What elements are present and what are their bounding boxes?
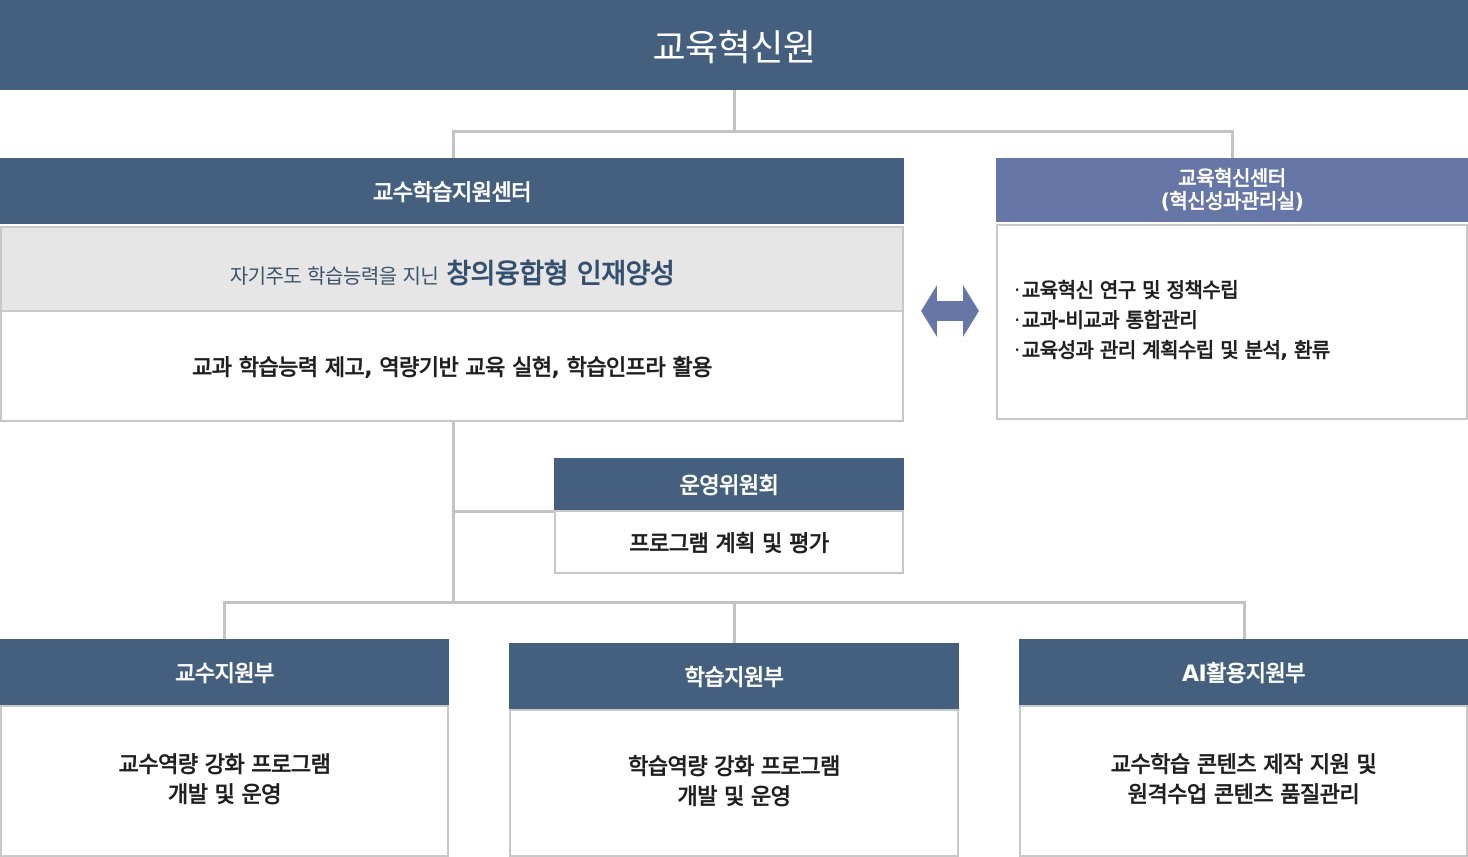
dept-ai-line2: 원격수업 콘텐츠 품질관리	[1127, 783, 1360, 808]
dept-teaching-header: 교수지원부	[0, 639, 449, 705]
center-left-description-box: 교과 학습능력 제고, 역량기반 교육 실현, 학습인프라 활용	[0, 310, 904, 422]
double-headed-arrow-icon	[921, 285, 979, 337]
connector-dept2-drop	[733, 601, 736, 643]
top-header-title: 교육혁신원	[652, 28, 816, 69]
dept-learning-line1: 학습역량 강화 프로그램	[628, 755, 840, 780]
center-right-title-line1: 교육혁신센터	[1178, 166, 1286, 190]
connector-right-drop	[1231, 130, 1234, 158]
dept-ai-header: AI활용지원부	[1019, 639, 1468, 705]
dept-learning-line2: 개발 및 운영	[677, 785, 791, 810]
center-right-title-line2: (혁신성과관리실)	[1160, 189, 1304, 213]
center-left-header: 교수학습지원센터	[0, 158, 904, 224]
connector-top-horizontal	[452, 130, 1234, 133]
dept-ai-line1: 교수학습 콘텐츠 제작 지원 및	[1110, 753, 1377, 778]
duty-item: ·교과-비교과 통합관리	[1014, 308, 1198, 332]
committee-description: 프로그램 계획 및 평가	[629, 532, 829, 557]
dept-teaching-line2: 개발 및 운영	[167, 783, 282, 808]
committee-description-box: 프로그램 계획 및 평가	[554, 510, 904, 574]
dept-ai-title: AI활용지원부	[1182, 662, 1305, 687]
connector-left-drop	[452, 130, 455, 158]
connector-committee-branch	[452, 510, 556, 513]
dept-learning-title: 학습지원부	[684, 666, 784, 691]
dept-teaching-box: 교수역량 강화 프로그램 개발 및 운영	[0, 705, 449, 857]
connector-dept3-drop	[1243, 601, 1246, 639]
mission-strong-text: 창의융합형 인재양성	[446, 259, 675, 290]
committee-title: 운영위원회	[679, 474, 779, 499]
committee-header: 운영위원회	[554, 458, 904, 510]
mission-light-text: 자기주도 학습능력을 지닌	[229, 264, 439, 288]
connector-top-vertical	[733, 90, 736, 132]
duty-item: ·교육성과 관리 계획수립 및 분석, 환류	[1014, 338, 1330, 362]
center-right-duties-box: ·교육혁신 연구 및 정책수립 ·교과-비교과 통합관리 ·교육성과 관리 계획…	[996, 224, 1468, 420]
top-header: 교육혁신원	[0, 0, 1468, 90]
connector-dept1-drop	[223, 601, 226, 639]
dept-teaching-title: 교수지원부	[175, 662, 274, 687]
center-left-title: 교수학습지원센터	[373, 181, 531, 206]
duty-item: ·교육혁신 연구 및 정책수립	[1014, 278, 1239, 302]
dept-ai-box: 교수학습 콘텐츠 제작 지원 및 원격수업 콘텐츠 품질관리	[1019, 705, 1468, 857]
mission-box: 자기주도 학습능력을 지닌 창의융합형 인재양성	[0, 226, 904, 312]
dept-learning-box: 학습역량 강화 프로그램 개발 및 운영	[509, 709, 959, 857]
dept-teaching-line1: 교수역량 강화 프로그램	[118, 753, 331, 778]
center-left-description: 교과 학습능력 제고, 역량기반 교육 실현, 학습인프라 활용	[192, 356, 712, 381]
center-right-header: 교육혁신센터 (혁신성과관리실)	[996, 158, 1468, 222]
dept-learning-header: 학습지원부	[509, 643, 959, 709]
